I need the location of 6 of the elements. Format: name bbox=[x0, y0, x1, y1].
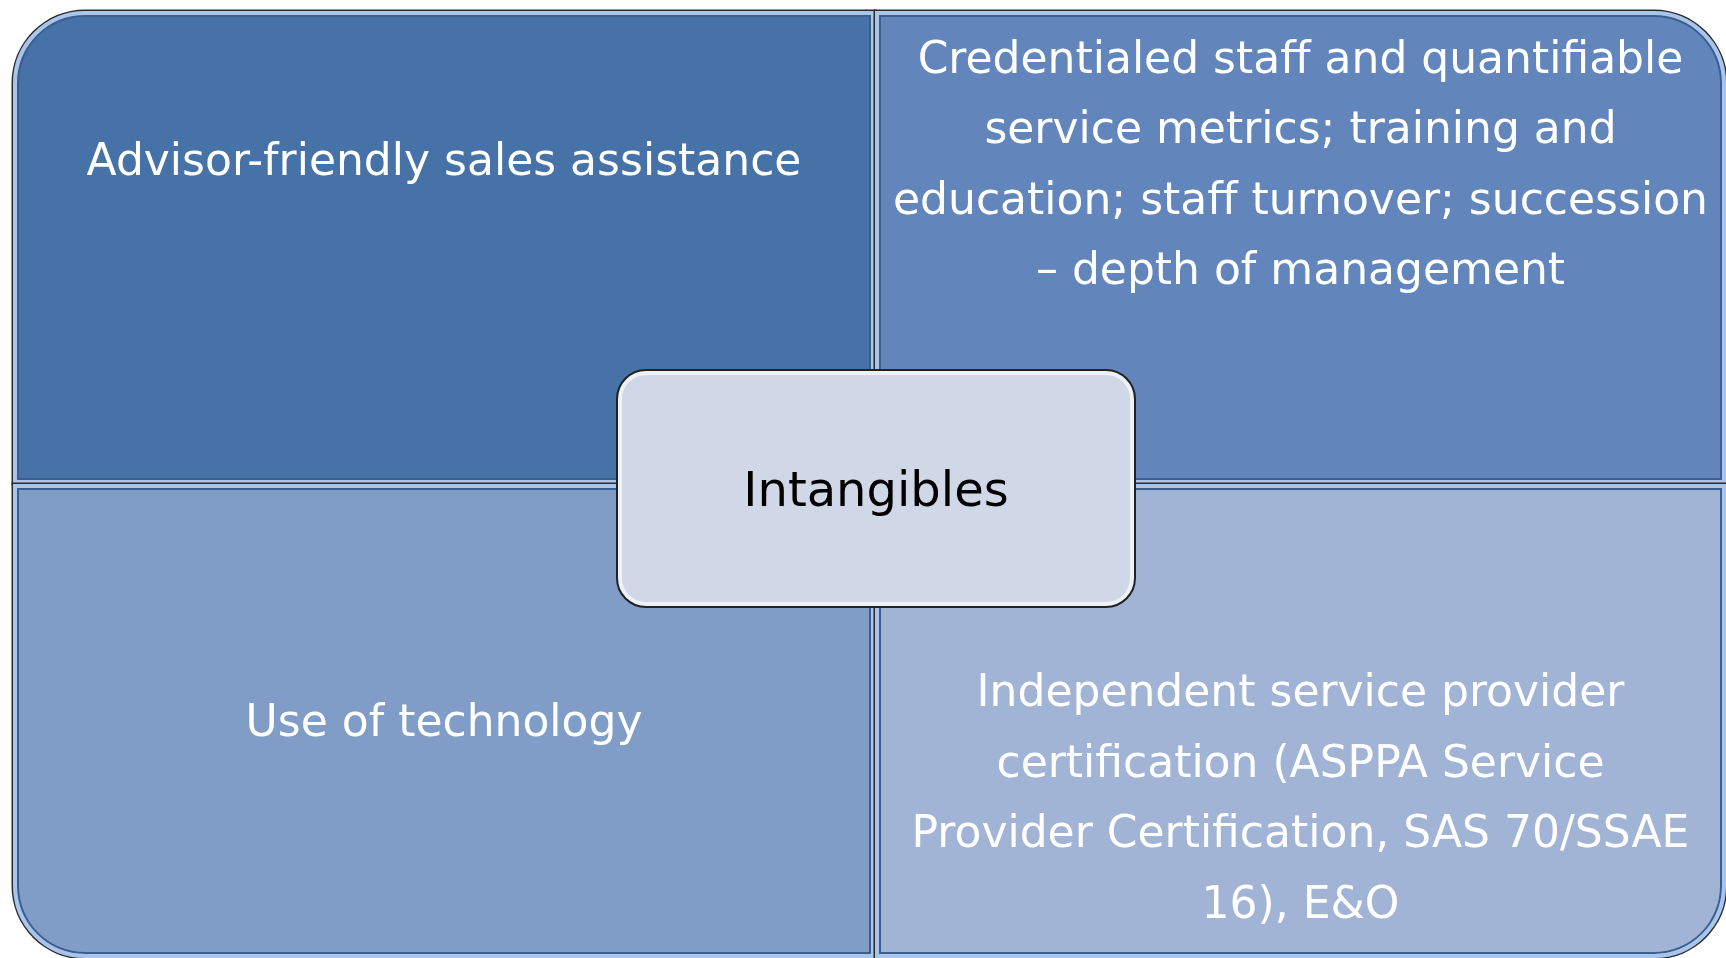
panel-text: Advisor-friendly sales assistance bbox=[86, 133, 802, 187]
panel-text: Independent service provider certification (ASPPA Service Provider Certification, SAS 70/SSAE 16), E&O bbox=[910, 664, 1691, 930]
panel-text: Use of technology bbox=[245, 693, 643, 748]
center-box bbox=[616, 369, 1136, 608]
panel-text: Credentialed staff and quantifiable service metrics; training and education; staff turnover; succession – depth of management bbox=[892, 31, 1709, 297]
box-title: Intangibles bbox=[743, 460, 1009, 517]
